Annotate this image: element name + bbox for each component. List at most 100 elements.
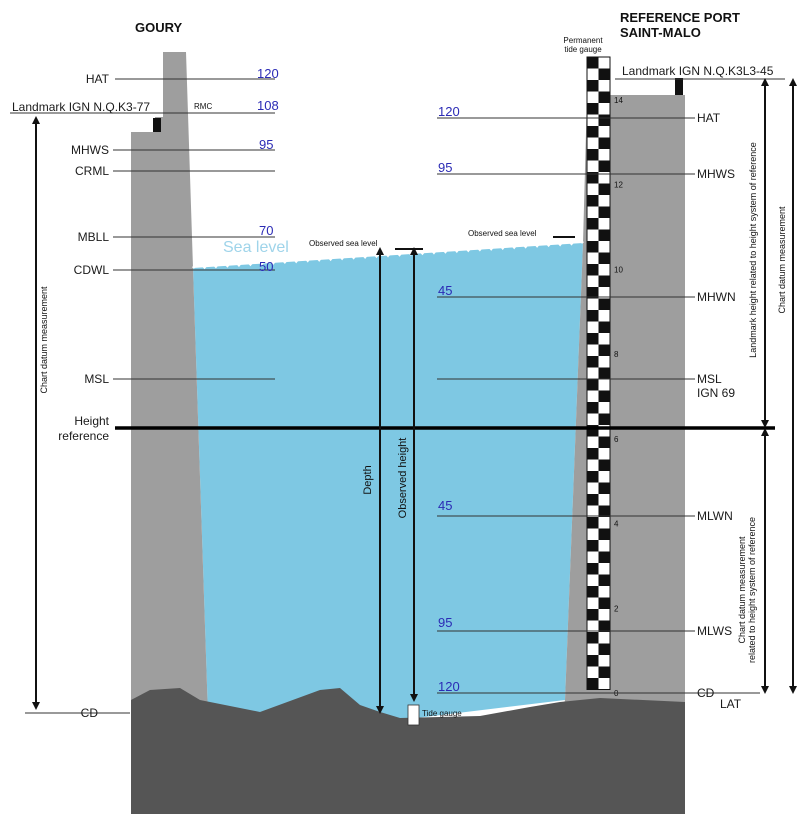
gauge-cell	[587, 448, 599, 460]
right-label-permanent-gauge-2: tide gauge	[564, 45, 602, 54]
gauge-cell	[598, 103, 610, 115]
gauge-cell	[587, 632, 599, 644]
left-wall	[131, 52, 208, 715]
gauge-cell	[598, 448, 610, 460]
gauge-cell	[587, 137, 599, 149]
gauge-cell	[587, 298, 599, 310]
right-landmark-height-label: Landmark height related to height system…	[748, 142, 758, 358]
gauge-cell	[598, 321, 610, 333]
gauge-cell	[598, 517, 610, 529]
sea-surface-waves	[192, 238, 584, 270]
left-label-mbll: MBLL	[78, 230, 110, 244]
left-label-crml: CRML	[75, 164, 109, 178]
gauge-cell	[587, 195, 599, 207]
gauge-cell	[587, 126, 599, 138]
gauge-cell	[598, 68, 610, 80]
gauge-cell	[598, 172, 610, 184]
left-label-landmark: Landmark IGN N.Q.K3-77	[12, 100, 150, 114]
left-label-cdwl: CDWL	[74, 263, 110, 277]
gauge-tick-label: 6	[614, 435, 619, 444]
right-label-landmark: Landmark IGN N.Q.K3L3-45	[622, 64, 774, 78]
gauge-cell	[598, 471, 610, 483]
gauge-cell	[587, 241, 599, 253]
gauge-cell	[587, 114, 599, 126]
gauge-cell	[598, 137, 610, 149]
gauge-cell	[598, 195, 610, 207]
observed-height-label: Observed height	[397, 438, 409, 519]
gauge-cell	[587, 517, 599, 529]
gauge-cell	[587, 287, 599, 299]
gauge-cell	[587, 275, 599, 287]
gauge-cell	[587, 149, 599, 161]
gauge-cell	[587, 436, 599, 448]
gauge-cell	[587, 666, 599, 678]
gauge-tick-label: 10	[614, 265, 623, 274]
observed-sea-level-right: Observed sea level	[468, 229, 537, 238]
gauge-cell	[598, 482, 610, 494]
gauge-cell	[598, 252, 610, 264]
gauge-cell	[598, 80, 610, 92]
gauge-cell	[598, 390, 610, 402]
gauge-cell	[598, 356, 610, 368]
left-value-cdwl: 50	[259, 259, 273, 274]
right-label-mlwn: MLWN	[697, 509, 733, 523]
gauge-cell	[587, 655, 599, 667]
gauge-cell	[587, 80, 599, 92]
title-goury: GOURY	[135, 20, 183, 35]
gauge-cell	[587, 390, 599, 402]
gauge-cell	[587, 609, 599, 621]
gauge-cell	[598, 298, 610, 310]
gauge-cell	[587, 310, 599, 322]
gauge-cell	[598, 264, 610, 276]
gauge-cell	[587, 264, 599, 276]
right-value-cd: 120	[438, 679, 460, 694]
gauge-cell	[598, 609, 610, 621]
depth-label: Depth	[362, 465, 374, 494]
gauge-cell	[587, 333, 599, 345]
title-saint-malo: SAINT-MALO	[620, 25, 701, 40]
gauge-tick-label: 4	[614, 520, 619, 529]
left-landmark-marker	[153, 118, 161, 132]
left-value-mbll: 70	[259, 223, 273, 238]
left-label-msl: MSL	[84, 372, 109, 386]
gauge-cell	[598, 586, 610, 598]
observed-sea-level-left: Observed sea level	[309, 239, 378, 248]
gauge-cell	[598, 597, 610, 609]
gauge-cell	[587, 574, 599, 586]
gauge-cell	[598, 540, 610, 552]
gauge-cell	[587, 57, 599, 69]
gauge-cell	[587, 91, 599, 103]
gauge-cell	[598, 206, 610, 218]
gauge-cell	[598, 57, 610, 69]
gauge-cell	[587, 643, 599, 655]
water-body	[193, 243, 583, 720]
title-reference-port: REFERENCE PORT	[620, 10, 740, 25]
right-label-ign69: IGN 69	[697, 386, 735, 400]
gauge-cell	[598, 678, 610, 690]
gauge-cell	[587, 482, 599, 494]
gauge-cell	[587, 528, 599, 540]
right-label-mhws: MHWS	[697, 167, 735, 181]
gauge-cell	[598, 149, 610, 161]
gauge-cell	[598, 287, 610, 299]
gauge-cell	[598, 344, 610, 356]
gauge-cell	[587, 540, 599, 552]
right-label-lat: LAT	[720, 697, 742, 711]
right-landmark-marker	[675, 78, 683, 95]
gauge-cell	[587, 563, 599, 575]
gauge-cell	[587, 252, 599, 264]
right-cd-related-label-1: Chart datum measurement	[737, 536, 747, 644]
gauge-cell	[598, 229, 610, 241]
sea-level-label: Sea level	[223, 239, 289, 256]
gauge-cell	[598, 528, 610, 540]
gauge-cell	[598, 666, 610, 678]
gauge-cell	[587, 206, 599, 218]
gauge-cell	[598, 655, 610, 667]
gauge-cell	[598, 91, 610, 103]
right-value-mhwn: 45	[438, 283, 452, 298]
gauge-cell	[587, 471, 599, 483]
gauge-cell	[598, 425, 610, 437]
gauge-cell	[587, 229, 599, 241]
gauge-cell	[587, 172, 599, 184]
